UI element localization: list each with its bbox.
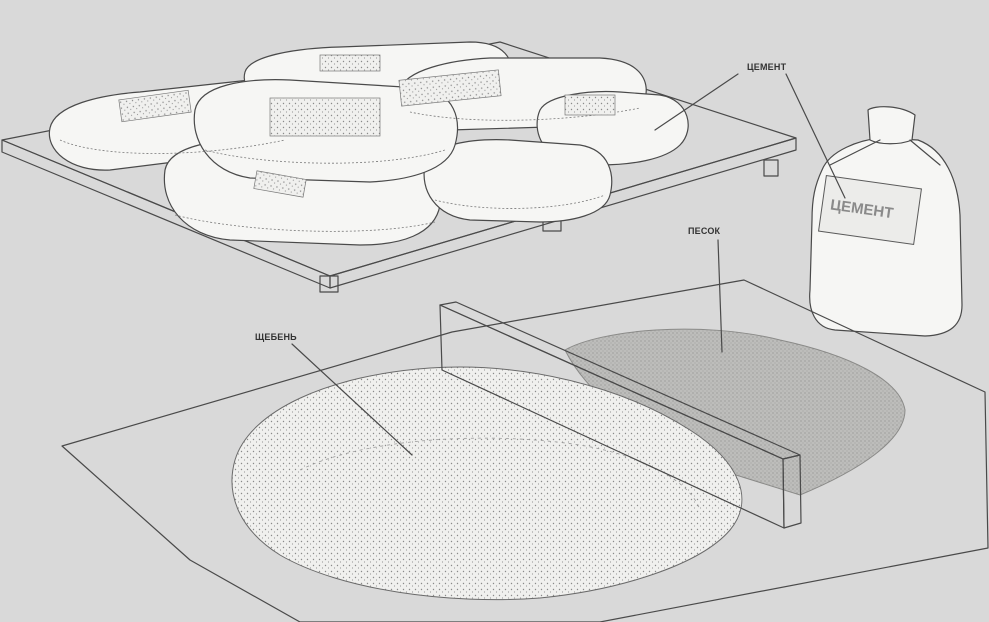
sand-leader-line <box>717 239 723 353</box>
divider-board <box>439 301 802 529</box>
label-cement: ЦЕМЕНТ <box>747 62 787 72</box>
label-gravel: ЩЕБЕНЬ <box>255 332 297 342</box>
cement-leader-line <box>654 73 739 131</box>
gravel-pile <box>231 366 743 601</box>
label-sand: ПЕСОК <box>688 226 721 236</box>
cement-bags-stack <box>48 41 689 246</box>
cement-bag-leader-line <box>785 73 846 199</box>
ground-sheet <box>61 279 989 622</box>
cement-bag-single: ЦЕМЕНТ <box>809 106 963 337</box>
gravel-leader-line <box>291 343 413 456</box>
